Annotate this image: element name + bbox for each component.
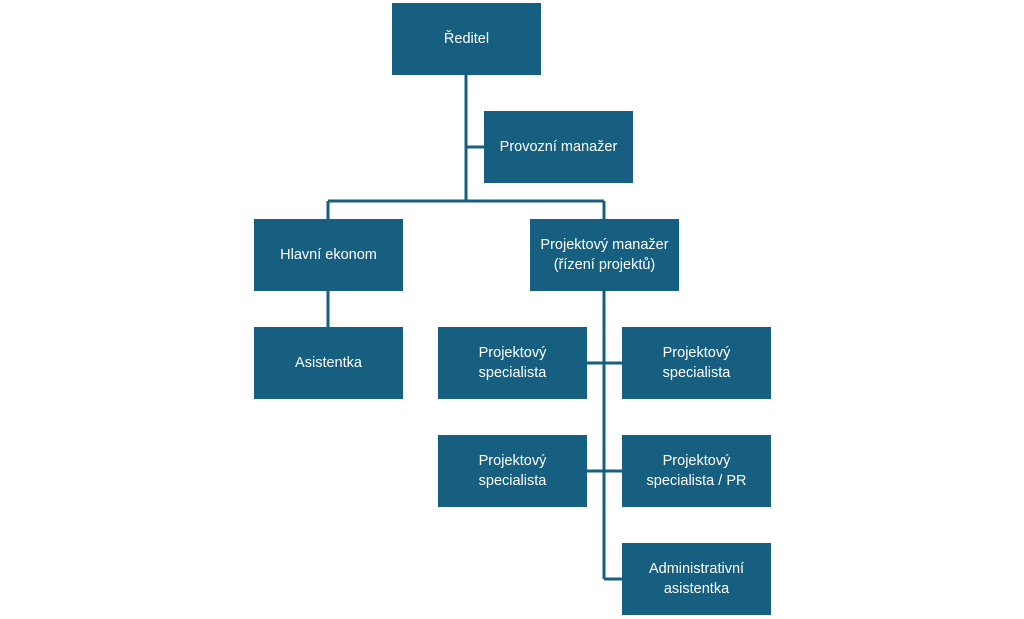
node-project-specialist-1: Projektový specialista (438, 327, 587, 399)
node-project-specialist-3-label-2: specialista (478, 473, 547, 489)
node-chief-economist: Hlavní ekonom (254, 219, 403, 291)
node-director: Ředitel (392, 3, 541, 75)
node-project-specialist-pr-label-1: Projektový (662, 453, 731, 469)
node-admin-assistant-label-2: asistentka (663, 581, 730, 597)
node-project-specialist-2: Projektový specialista (622, 327, 771, 399)
node-project-specialist-pr-label-2: specialista / PR (646, 473, 747, 489)
node-project-specialist-2-label-1: Projektový (662, 345, 731, 361)
node-project-manager: Projektový manažer (řízení projektů) (530, 219, 679, 291)
node-chief-economist-label: Hlavní ekonom (280, 247, 377, 263)
node-project-specialist-1-label-2: specialista (478, 365, 547, 381)
node-project-specialist-pr: Projektový specialista / PR (622, 435, 771, 507)
node-project-specialist-2-label-2: specialista (662, 365, 731, 381)
node-director-label: Ředitel (443, 31, 490, 47)
node-assistant-label: Asistentka (295, 355, 362, 371)
node-admin-assistant: Administrativní asistentka (622, 543, 771, 615)
node-project-manager-label-1: Projektový manažer (540, 237, 669, 253)
node-project-specialist-3: Projektový specialista (438, 435, 587, 507)
node-admin-assistant-label-1: Administrativní (648, 561, 745, 577)
node-assistant: Asistentka (254, 327, 403, 399)
node-operations-manager-label: Provozní manažer (499, 139, 618, 155)
node-project-specialist-1-label-1: Projektový (478, 345, 547, 361)
node-operations-manager: Provozní manažer (484, 111, 633, 183)
node-project-manager-label-2: (řízení projektů) (553, 257, 656, 273)
node-project-specialist-3-label-1: Projektový (478, 453, 547, 469)
